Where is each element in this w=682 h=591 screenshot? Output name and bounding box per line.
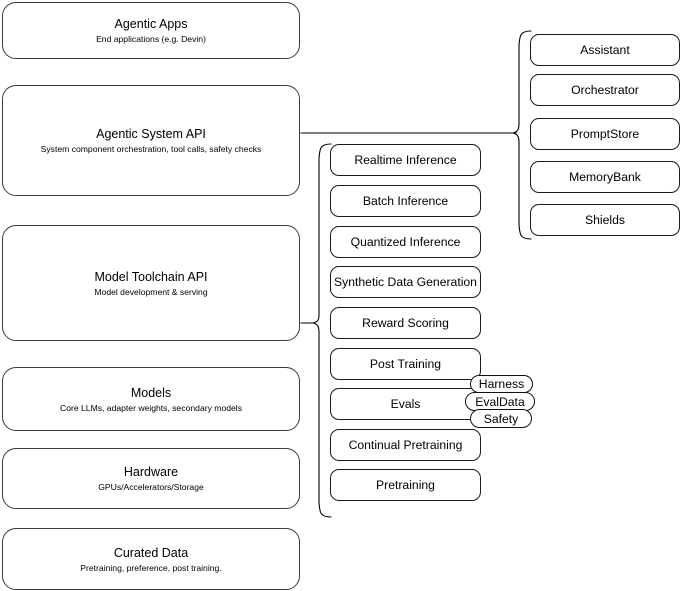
item-label: Assistant [580,42,630,57]
toolchain-item-evals[interactable]: Evals [330,388,481,420]
toolchain-item-pretraining[interactable]: Pretraining [330,469,481,501]
system-item-orchestrator[interactable]: Orchestrator [530,74,680,106]
layer-title: Agentic Apps [114,17,188,31]
stack-layer-agentic-system-api[interactable]: Agentic System API System component orch… [2,85,300,196]
system-item-promptstore[interactable]: PromptStore [530,118,680,150]
evals-pill-evaldata[interactable]: EvalData [465,392,535,411]
toolchain-item-post-training[interactable]: Post Training [330,348,481,380]
item-label: Pretraining [376,477,435,492]
item-label: Orchestrator [571,82,639,97]
system-item-memorybank[interactable]: MemoryBank [530,161,680,193]
item-label: Continual Pretraining [348,437,463,452]
layer-title: Curated Data [113,545,189,560]
layer-title: Models [130,385,172,400]
evals-pill-safety[interactable]: Safety [470,409,532,428]
stack-layer-curated-data[interactable]: Curated Data Pretraining, preference, po… [2,528,300,590]
pill-label: Safety [483,411,519,426]
layer-subtitle: Core LLMs, adapter weights, secondary mo… [60,402,242,413]
stack-layer-hardware[interactable]: Hardware GPUs/Accelerators/Storage [2,448,300,509]
toolchain-item-continual-pretraining[interactable]: Continual Pretraining [330,429,481,461]
stack-layer-model-toolchain-api[interactable]: Model Toolchain API Model development & … [2,225,300,341]
item-label: MemoryBank [569,169,641,184]
bracket-toolchain-items [312,143,332,518]
item-label: Realtime Inference [354,152,457,167]
item-label: Reward Scoring [362,315,449,330]
layer-subtitle: Pretraining, preference, post training. [80,562,222,573]
layer-title: Hardware [123,465,179,479]
item-label: Synthetic Data Generation [334,274,477,289]
toolchain-item-reward-scoring[interactable]: Reward Scoring [330,307,481,339]
layer-subtitle: Model development & serving [94,286,208,297]
toolchain-item-synthetic-data-generation[interactable]: Synthetic Data Generation [330,266,481,298]
layer-subtitle: End applications (e.g. Devin) [96,34,206,44]
item-label: Quantized Inference [350,234,461,249]
stack-layer-agentic-apps[interactable]: Agentic Apps End applications (e.g. Devi… [2,2,300,59]
stack-layer-models[interactable]: Models Core LLMs, adapter weights, secon… [2,367,300,431]
system-item-shields[interactable]: Shields [530,204,680,236]
evals-pill-harness[interactable]: Harness [470,375,533,393]
layer-subtitle: GPUs/Accelerators/Storage [98,482,204,492]
item-label: PromptStore [570,126,640,141]
system-item-assistant[interactable]: Assistant [530,34,680,66]
layer-title: Agentic System API [96,127,206,141]
pill-label: EvalData [475,394,525,409]
pill-label: Harness [478,377,525,391]
item-label: Evals [390,396,421,411]
layer-title: Model Toolchain API [94,269,208,284]
toolchain-item-quantized-inference[interactable]: Quantized Inference [330,226,481,258]
layer-subtitle: System component orchestration, tool cal… [40,144,262,154]
item-label: Post Training [369,356,442,371]
item-label: Shields [585,212,625,227]
bracket-system-components [512,30,532,240]
item-label: Batch Inference [362,193,449,208]
toolchain-item-realtime-inference[interactable]: Realtime Inference [330,144,481,176]
toolchain-item-batch-inference[interactable]: Batch Inference [330,185,481,217]
